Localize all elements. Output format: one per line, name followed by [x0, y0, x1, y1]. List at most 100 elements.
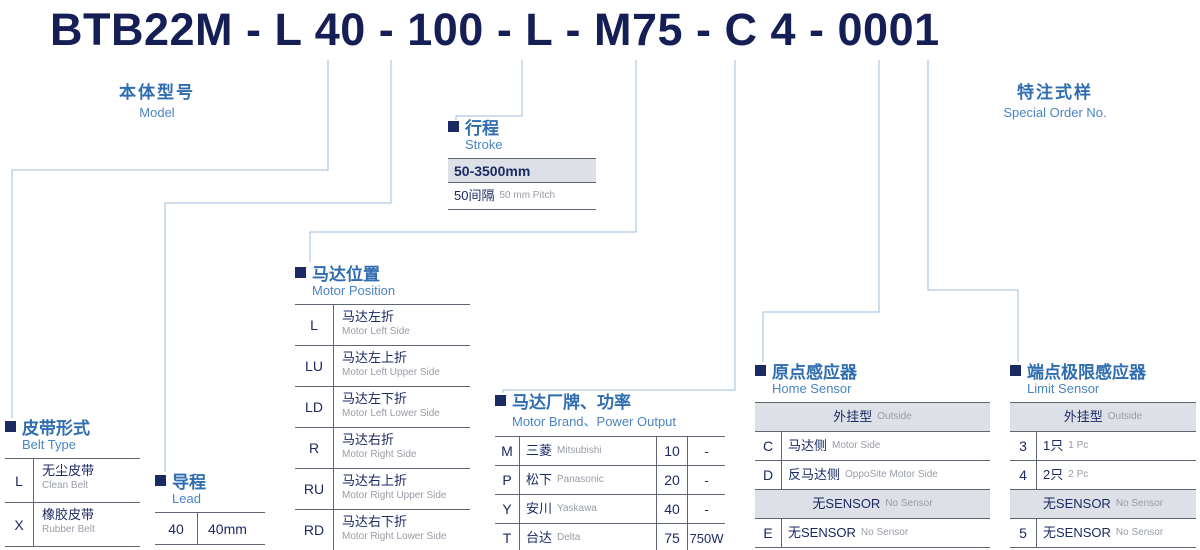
model-code: BTB22M - L 40 - 100 - L - M75 - C 4 - 00… [50, 4, 940, 55]
code-cell: R [295, 428, 334, 468]
stroke-pitch-en: 50 mm Pitch [499, 190, 556, 201]
code-cell: L [295, 305, 334, 345]
table-row: 40 40mm [155, 512, 265, 544]
lead-header: 导程 [155, 470, 265, 492]
bullet-square-icon [495, 394, 506, 406]
limit-sensor-header-en: Limit Sensor [1027, 381, 1100, 396]
code-cell: LD [295, 387, 334, 427]
special-order-label-en: Special Order No. [1003, 105, 1107, 120]
connector-limit-sensor [927, 60, 1019, 362]
connector-home-sensor [762, 60, 880, 362]
special-order-label-zh: 特注式样 [1017, 83, 1093, 102]
connector-motor-brand [502, 60, 736, 393]
section-lead: 导程 Lead 40 40mm [155, 470, 265, 545]
code-cell: RU [295, 469, 334, 509]
motor-position-header-en: Motor Position [312, 283, 396, 298]
power-code-cell: 20 [657, 466, 688, 494]
home-sensor-header: 原点感应器 [755, 360, 990, 382]
code-cell: RD [295, 510, 334, 550]
bullet-square-icon [295, 266, 306, 278]
bullet-square-icon [755, 364, 766, 376]
code-cell: T [495, 524, 520, 550]
table-row: 50-3500mm [448, 158, 596, 182]
power-code-cell: 10 [657, 437, 688, 465]
motor-brand-header-en: Motor Brand、Power Output [512, 414, 677, 429]
connector-belt-type [11, 60, 329, 418]
code-cell: 40 [155, 513, 198, 544]
code-cell: LU [295, 346, 334, 386]
code-cell: M [495, 437, 520, 465]
power-code-cell: 75 [657, 524, 688, 550]
bullet-square-icon [5, 420, 16, 432]
section-model: 本体型号 Model [87, 78, 227, 120]
connector-motor-position [309, 60, 637, 262]
code-cell: X [5, 503, 34, 546]
connector-lead [164, 60, 392, 472]
belt-type-header: 皮带形式 [5, 416, 140, 438]
code-cell: C [755, 432, 782, 460]
belt-type-header-en: Belt Type [22, 437, 76, 452]
stroke-pitch-zh: 50间隔 [454, 187, 495, 203]
wattage-cell: 750W [689, 530, 724, 546]
wattage-cell: - [704, 501, 709, 517]
home-sensor-header-en: Home Sensor [772, 381, 852, 396]
code-cell: D [755, 461, 782, 489]
bullet-square-icon [448, 120, 459, 132]
table-row: 50间隔 50 mm Pitch [448, 182, 596, 209]
motor-brand-header: 马达厂牌、功率 [495, 390, 725, 412]
code-cell: 3 [1010, 432, 1037, 460]
connector-stroke [455, 60, 523, 120]
section-special-order: 特注式样 Special Order No. [950, 78, 1160, 120]
bullet-square-icon [155, 474, 166, 486]
code-cell: P [495, 466, 520, 494]
model-label-zh: 本体型号 [119, 83, 195, 102]
wattage-cell: - [704, 443, 709, 459]
stroke-header: 行程 [448, 116, 596, 138]
motor-position-header: 马达位置 [295, 262, 470, 284]
limit-sensor-header: 端点极限感应器 [1010, 360, 1196, 382]
